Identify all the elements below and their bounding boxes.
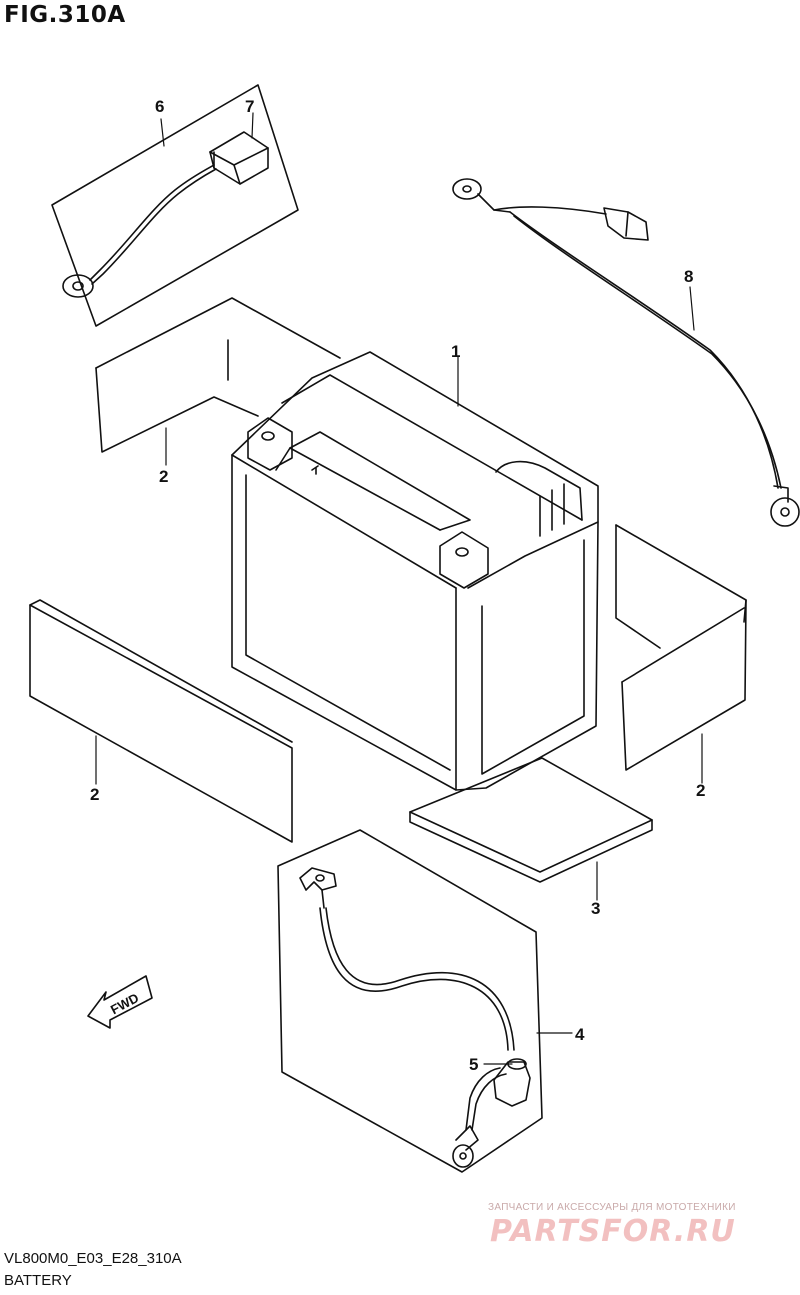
- part-6-cable: [62, 164, 217, 298]
- figure-code: VL800M0_E03_E28_310A: [4, 1250, 182, 1267]
- callout-7: 7: [245, 97, 254, 116]
- callout-2-lower: 2: [90, 785, 99, 804]
- callout-6: 6: [155, 97, 164, 116]
- callout-3: 3: [591, 899, 600, 918]
- part-2-upper-pad: [95, 297, 341, 453]
- callout-leaders: [95, 112, 703, 1065]
- part-4-panel: [277, 829, 543, 1173]
- callout-8: 8: [684, 267, 693, 286]
- watermark-tagline: ЗАПЧАСТИ И АКСЕССУАРЫ ДЛЯ МОТОТЕХНИКИ: [488, 1202, 736, 1213]
- callout-5: 5: [469, 1055, 478, 1074]
- callout-1: 1: [451, 342, 460, 361]
- part-7-connector: [209, 131, 269, 185]
- callout-2-right: 2: [696, 781, 705, 800]
- callout-2-upper: 2: [159, 467, 168, 486]
- part-2-lower-pad: [29, 599, 293, 843]
- part-8-cable: [452, 178, 800, 527]
- part-1-battery: [231, 351, 599, 791]
- callout-4: 4: [575, 1025, 585, 1044]
- watermark-logo: PARTSFOR.RU: [490, 1214, 736, 1249]
- fwd-direction-arrow-icon: FWD: [87, 975, 153, 1029]
- figure-caption: BATTERY: [4, 1272, 72, 1289]
- part-6-panel: [51, 84, 299, 327]
- part-5-boot: [493, 1058, 531, 1107]
- figure-title: FIG.310A: [4, 2, 126, 28]
- part-4-cable: [299, 867, 515, 1168]
- part-2-right-pad: [615, 524, 747, 771]
- part-3-plate: [409, 757, 653, 883]
